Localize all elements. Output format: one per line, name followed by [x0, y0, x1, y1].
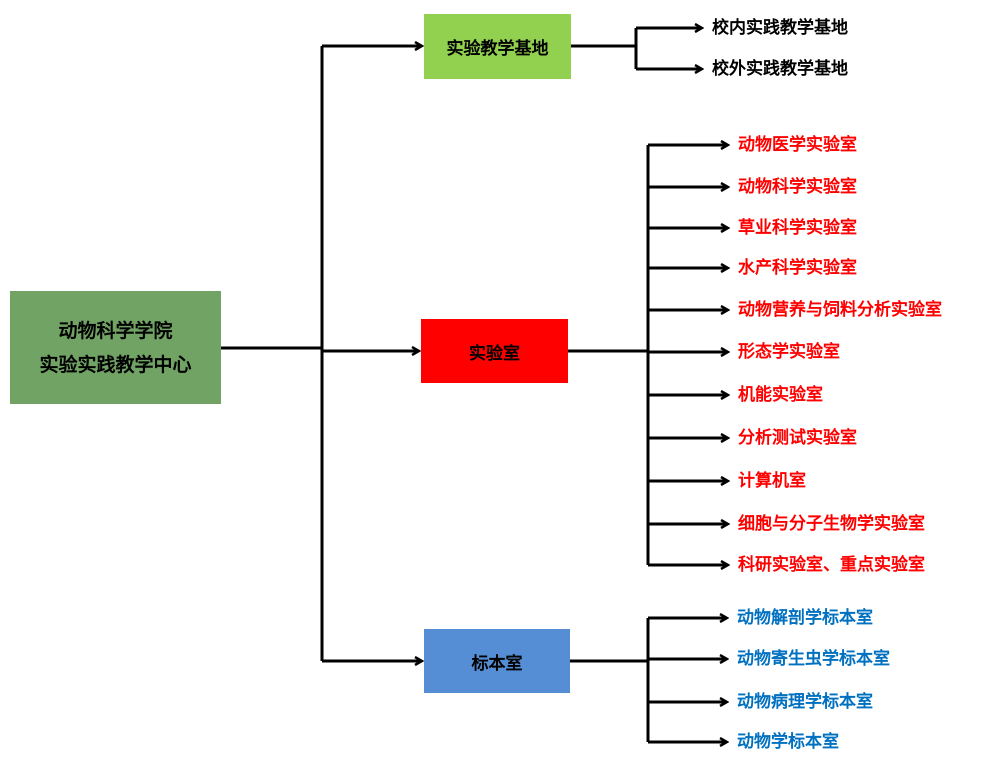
leaf-node: 动物病理学标本室 — [737, 692, 873, 712]
branch-node-teaching-base: 实验教学基地 — [424, 14, 571, 79]
leaf-node: 细胞与分子生物学实验室 — [738, 514, 925, 534]
branch-label: 实验教学基地 — [446, 39, 549, 59]
leaf-node: 水产科学实验室 — [738, 258, 857, 278]
leaf-node: 校内实践教学基地 — [712, 18, 848, 38]
leaf-node: 动物营养与饲料分析实验室 — [738, 300, 942, 320]
leaf-node: 机能实验室 — [738, 385, 823, 405]
root-title-line2: 实验实践教学中心 — [39, 353, 192, 376]
root-title-line1: 动物科学学院 — [58, 319, 173, 342]
leaf-node: 动物学标本室 — [737, 732, 839, 752]
leaf-node: 形态学实验室 — [738, 342, 840, 362]
leaf-node: 动物医学实验室 — [738, 135, 857, 155]
leaf-node: 分析测试实验室 — [738, 428, 857, 448]
leaf-node: 计算机室 — [738, 471, 806, 491]
branch-label: 标本室 — [471, 653, 523, 674]
leaf-node: 校外实践教学基地 — [712, 59, 848, 79]
leaf-node: 动物解剖学标本室 — [737, 608, 873, 628]
leaf-node: 草业科学实验室 — [738, 218, 857, 238]
leaf-node: 动物寄生虫学标本室 — [737, 649, 890, 669]
leaf-node: 科研实验室、重点实验室 — [738, 555, 925, 575]
branch-node-specimen-room: 标本室 — [424, 629, 570, 693]
branch-node-laboratory: 实验室 — [421, 319, 568, 383]
leaf-node: 动物科学实验室 — [738, 177, 857, 197]
branch-label: 实验室 — [469, 343, 520, 364]
root-node: 动物科学学院 实验实践教学中心 — [10, 291, 221, 404]
